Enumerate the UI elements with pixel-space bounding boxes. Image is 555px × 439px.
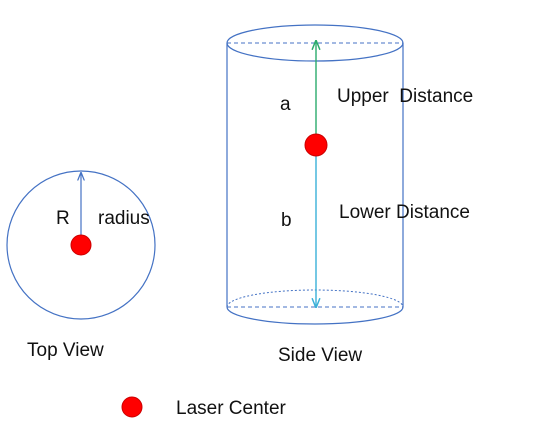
cylinder-bottom-front-arc [226, 306, 404, 325]
top-view: R radius Top View [6, 170, 156, 361]
top-view-circle [6, 170, 156, 320]
lower-distance-symbol: b [281, 210, 292, 231]
side-view: a b Upper Distance Lower Distance Side V… [226, 24, 473, 366]
cylinder-top-front-arc [226, 42, 404, 62]
upper-distance-label: Upper Distance [337, 86, 473, 107]
legend: Laser Center [121, 396, 287, 419]
radius-word-label: radius [98, 208, 150, 229]
legend-laser-center-label: Laser Center [176, 398, 287, 419]
top-view-caption: Top View [27, 340, 104, 361]
legend-laser-marker [121, 396, 143, 418]
radius-symbol-label: R [56, 208, 70, 229]
side-view-laser-center [304, 133, 328, 157]
upper-distance-symbol: a [280, 94, 291, 115]
side-view-caption: Side View [278, 345, 362, 366]
lower-distance-label: Lower Distance [339, 202, 470, 223]
cylinder-top-back-arc [226, 24, 404, 44]
top-view-laser-center [70, 234, 92, 256]
cylinder-bottom-back-arc [226, 289, 404, 308]
